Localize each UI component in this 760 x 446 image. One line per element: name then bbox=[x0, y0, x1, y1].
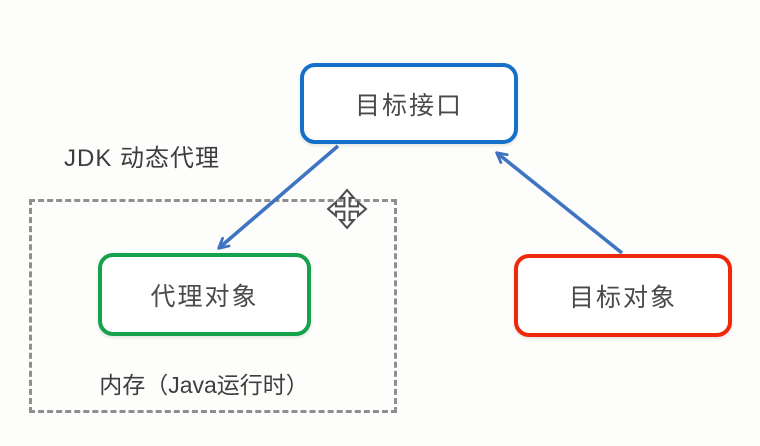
node-proxy-object-label: 代理对象 bbox=[150, 282, 259, 311]
jdk-dynamic-proxy-label: JDK 动态代理 bbox=[64, 145, 221, 172]
node-target-object-label: 目标对象 bbox=[568, 283, 677, 312]
memory-region-label: 内存（Java运行时） bbox=[99, 372, 309, 398]
node-target-interface-label: 目标接口 bbox=[354, 91, 463, 120]
move-icon[interactable] bbox=[326, 188, 368, 230]
node-target-object[interactable]: 目标对象 bbox=[514, 254, 732, 337]
memory-region-box[interactable] bbox=[29, 199, 397, 413]
node-proxy-object[interactable]: 代理对象 bbox=[98, 253, 311, 336]
arrow-interface-to-proxy bbox=[217, 144, 340, 250]
arrow-target-to-interface bbox=[495, 151, 624, 255]
node-target-interface[interactable]: 目标接口 bbox=[300, 63, 518, 144]
